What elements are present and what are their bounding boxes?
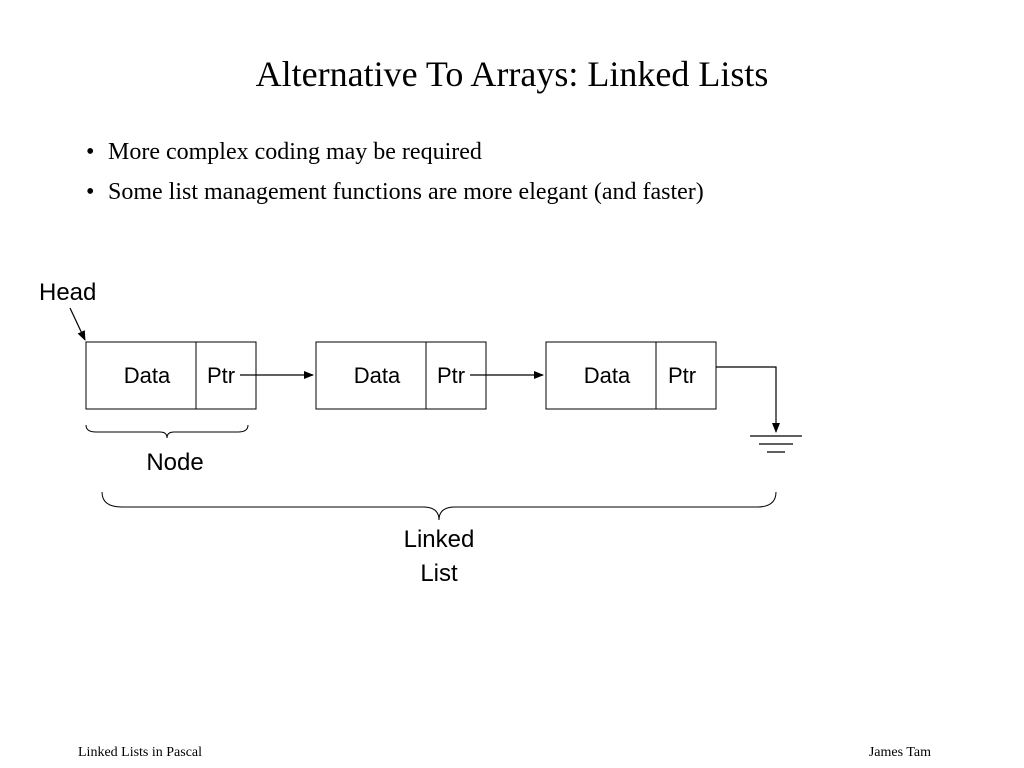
bullet-text: More complex coding may be required xyxy=(108,139,482,165)
node-data-label: Data xyxy=(354,363,401,388)
node-ptr-cell xyxy=(655,341,717,410)
node-ptr-label: Ptr xyxy=(207,363,235,388)
head-arrow xyxy=(69,307,86,341)
bullet-dot-icon: • xyxy=(86,139,95,165)
head-label: Head xyxy=(39,279,96,306)
list-node: Data Ptr xyxy=(545,341,717,410)
node-label: Node xyxy=(146,449,203,476)
bullet-text: Some list management functions are more … xyxy=(108,179,704,205)
node-ptr-label: Ptr xyxy=(668,363,696,388)
footer-course-title: Linked Lists in Pascal xyxy=(78,745,203,760)
footer-author: James Tam xyxy=(868,745,931,760)
linked-list-brace xyxy=(101,491,777,521)
bullet-item: • More complex coding may be required xyxy=(86,136,704,176)
bullet-list: • More complex coding may be required • So… xyxy=(86,136,704,216)
list-node: Data Ptr xyxy=(85,341,257,410)
node-ptr-label: Ptr xyxy=(437,363,465,388)
ground-icon xyxy=(750,435,802,453)
null-pointer-line xyxy=(716,366,780,433)
node-data-label: Data xyxy=(584,363,631,388)
bullet-dot-icon: • xyxy=(86,179,95,205)
slide-title: Alternative To Arrays: Linked Lists xyxy=(255,54,769,94)
linked-list-label-line2: List xyxy=(420,560,458,587)
list-node: Data Ptr xyxy=(315,341,487,410)
node-brace xyxy=(85,424,249,439)
bullet-item: • Some list management functions are more… xyxy=(86,176,704,216)
linked-list-label-line1: Linked xyxy=(404,526,475,553)
node-data-label: Data xyxy=(124,363,171,388)
